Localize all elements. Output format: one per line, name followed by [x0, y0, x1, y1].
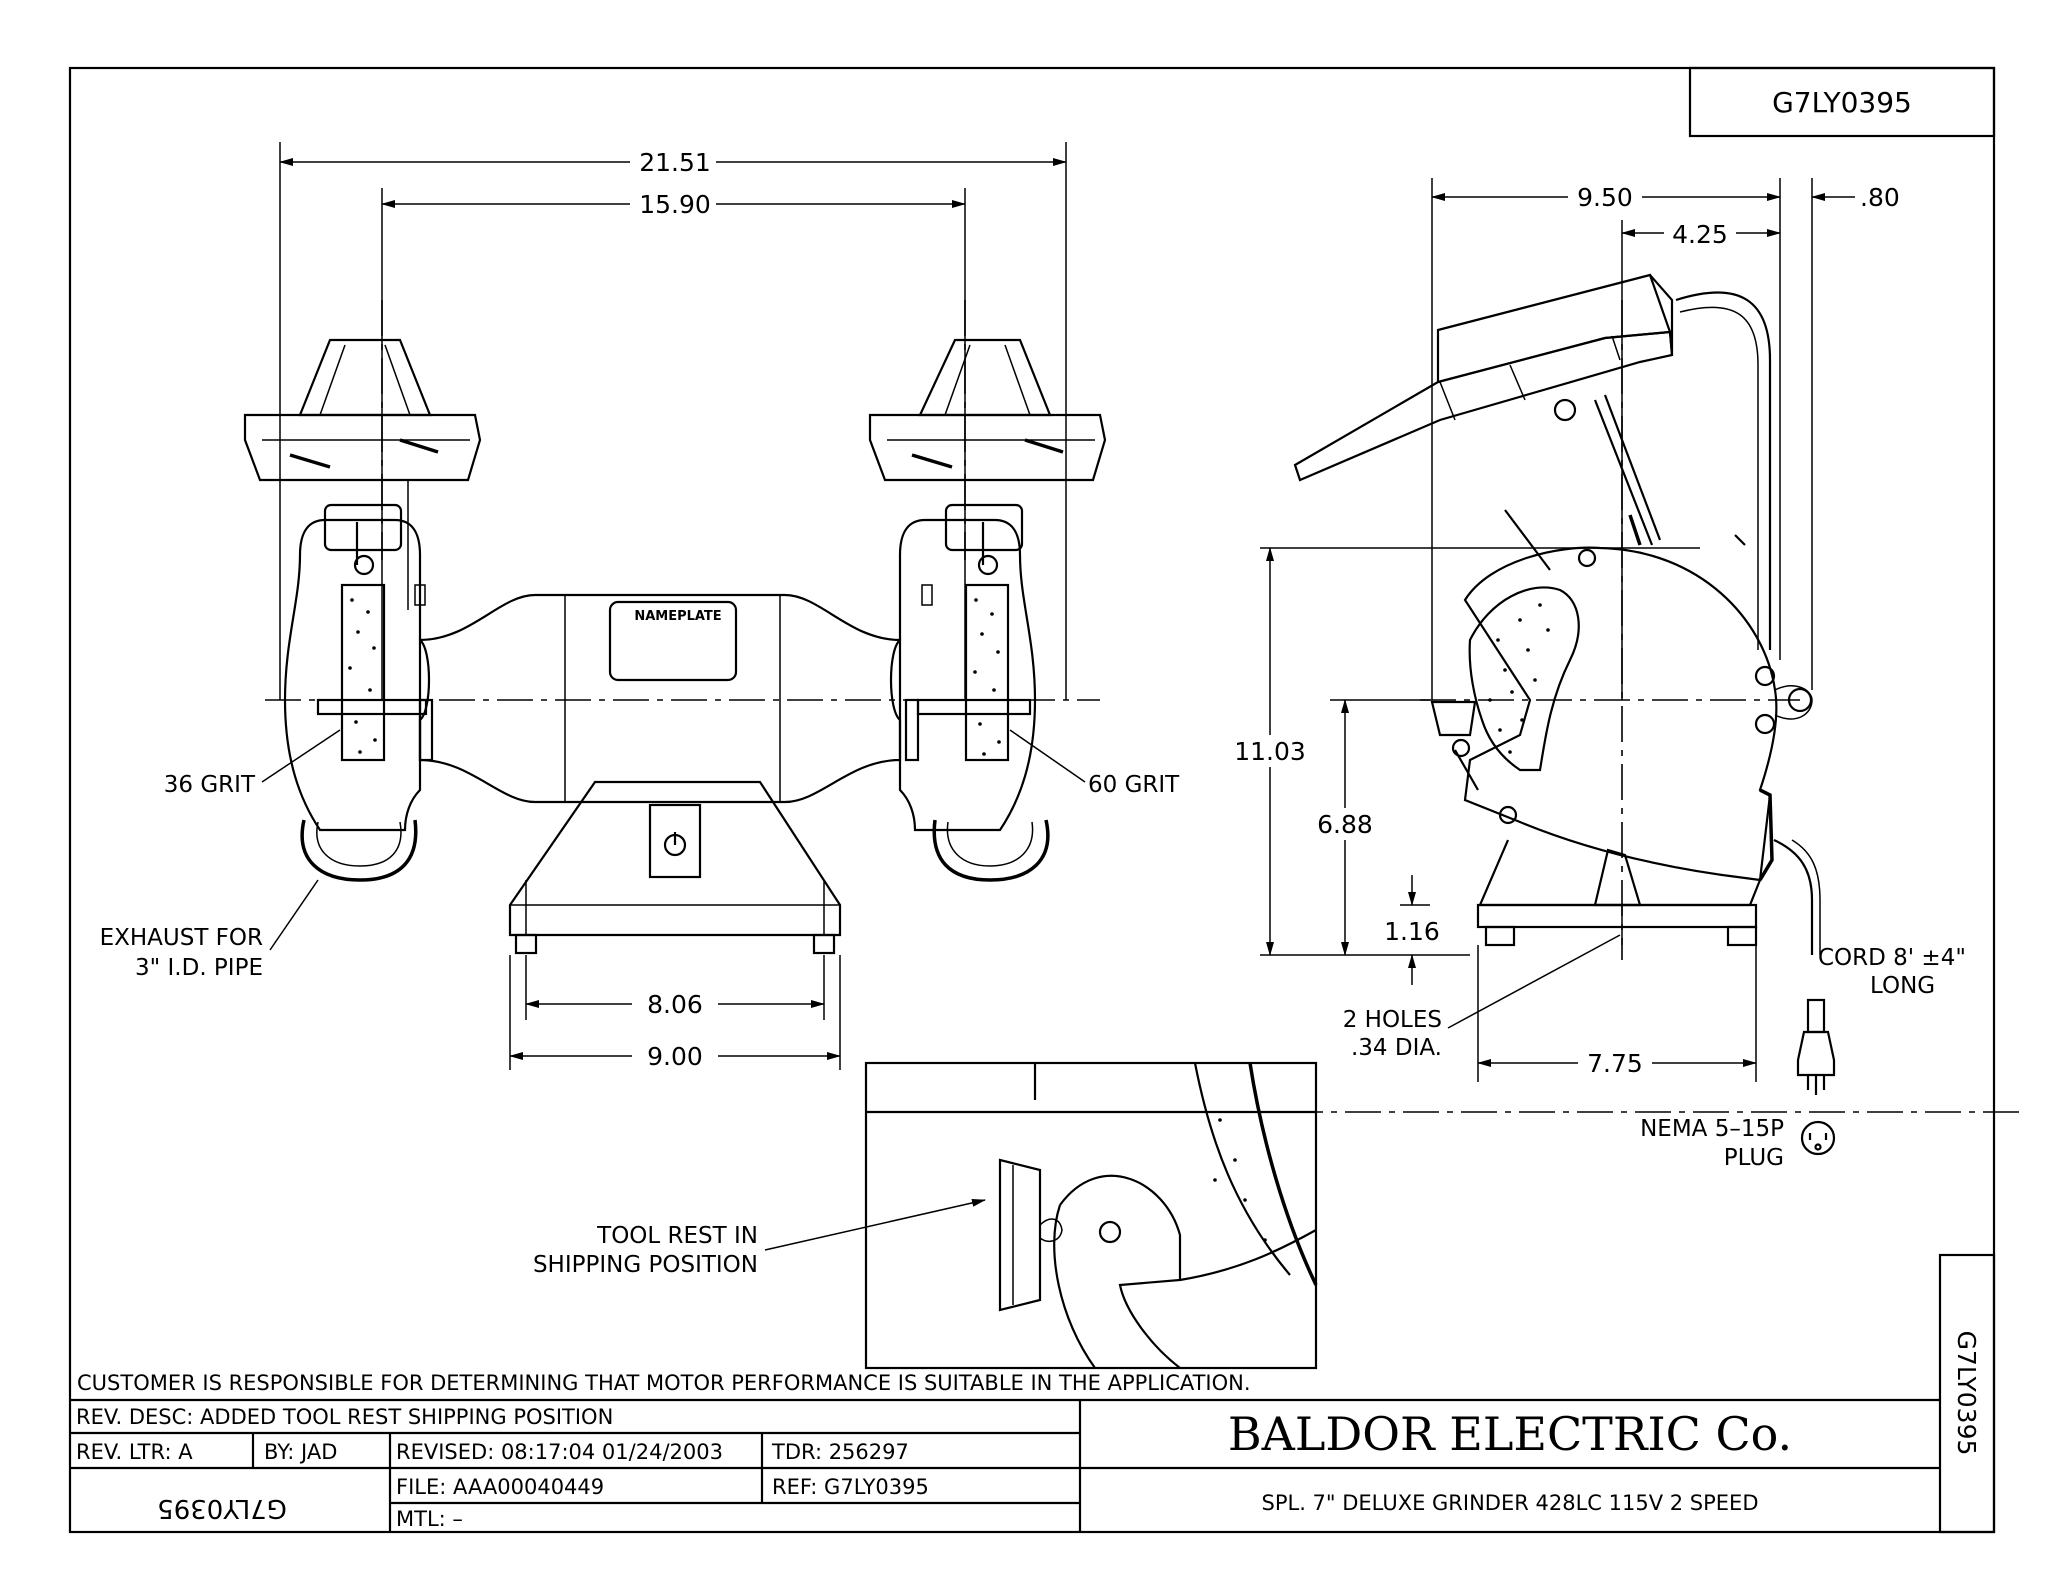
dim-side-base: 7.75 [1587, 1049, 1643, 1078]
revised-date: REVISED: 08:17:04 01/24/2003 [396, 1440, 723, 1464]
customer-notice: CUSTOMER IS RESPONSIBLE FOR DETERMINING … [77, 1371, 1251, 1395]
dim-side-gap: .80 [1860, 183, 1900, 212]
file-number: FILE: AAA00040449 [396, 1475, 604, 1499]
title-block [70, 1253, 1996, 1534]
dim-base-inner: 8.06 [647, 990, 703, 1019]
drawn-by: BY: JAD [264, 1440, 337, 1464]
ref-number: REF: G7LY0395 [772, 1475, 929, 1499]
power-switch-housing [648, 803, 702, 879]
label-holes-1: 2 HOLES [1343, 1007, 1442, 1033]
dim-base-outer: 9.00 [647, 1042, 703, 1071]
product-description: SPL. 7" DELUXE GRINDER 428LC 115V 2 SPEE… [1262, 1491, 1759, 1515]
label-holes-2: .34 DIA. [1351, 1035, 1442, 1061]
nameplate [608, 600, 738, 682]
dim-foot-height: 1.16 [1384, 917, 1440, 946]
tdr-number: TDR: 256297 [771, 1440, 909, 1464]
label-tool-rest-2: SHIPPING POSITION [533, 1252, 758, 1278]
label-36-grit: 36 GRIT [164, 772, 256, 798]
label-tool-rest-1: TOOL REST IN [596, 1223, 758, 1249]
mirrored-drawing-number: G7LY0395 [157, 1493, 287, 1523]
dim-side-depth: 9.50 [1577, 183, 1633, 212]
label-cord-1: CORD 8' ±4" [1818, 945, 1966, 971]
dim-spindle-height: 6.88 [1317, 810, 1373, 839]
dim-overall-width: 21.51 [639, 148, 711, 177]
side-drawing-number: G7LY0395 [1952, 1331, 1981, 1456]
material: MTL: – [396, 1507, 463, 1531]
dim-wheel-centers: 15.90 [639, 190, 711, 219]
drawing-number-top: G7LY0395 [1772, 86, 1912, 119]
outlet-icon [1800, 1120, 1836, 1156]
nameplate-label: NAMEPLATE [634, 609, 721, 624]
dim-side-offset: 4.25 [1672, 220, 1728, 249]
label-cord-2: LONG [1870, 973, 1935, 999]
side-view [1240, 178, 1855, 1156]
label-exhaust-2: 3" I.D. PIPE [135, 955, 263, 981]
rev-desc: REV. DESC: ADDED TOOL REST SHIPPING POSI… [76, 1405, 613, 1429]
drawing-border [68, 66, 1996, 1534]
label-exhaust-1: EXHAUST FOR [100, 925, 263, 951]
label-plug-2: PLUG [1724, 1145, 1784, 1171]
front-view [243, 142, 1107, 1070]
company-name: BALDOR ELECTRIC Co. [1228, 1407, 1792, 1461]
dim-total-height: 11.03 [1234, 737, 1306, 766]
label-60-grit: 60 GRIT [1088, 772, 1180, 798]
label-plug-1: NEMA 5–15P [1640, 1116, 1784, 1142]
detail-view-tool-rest [764, 1061, 2020, 1370]
rev-ltr: REV. LTR: A [76, 1440, 193, 1464]
